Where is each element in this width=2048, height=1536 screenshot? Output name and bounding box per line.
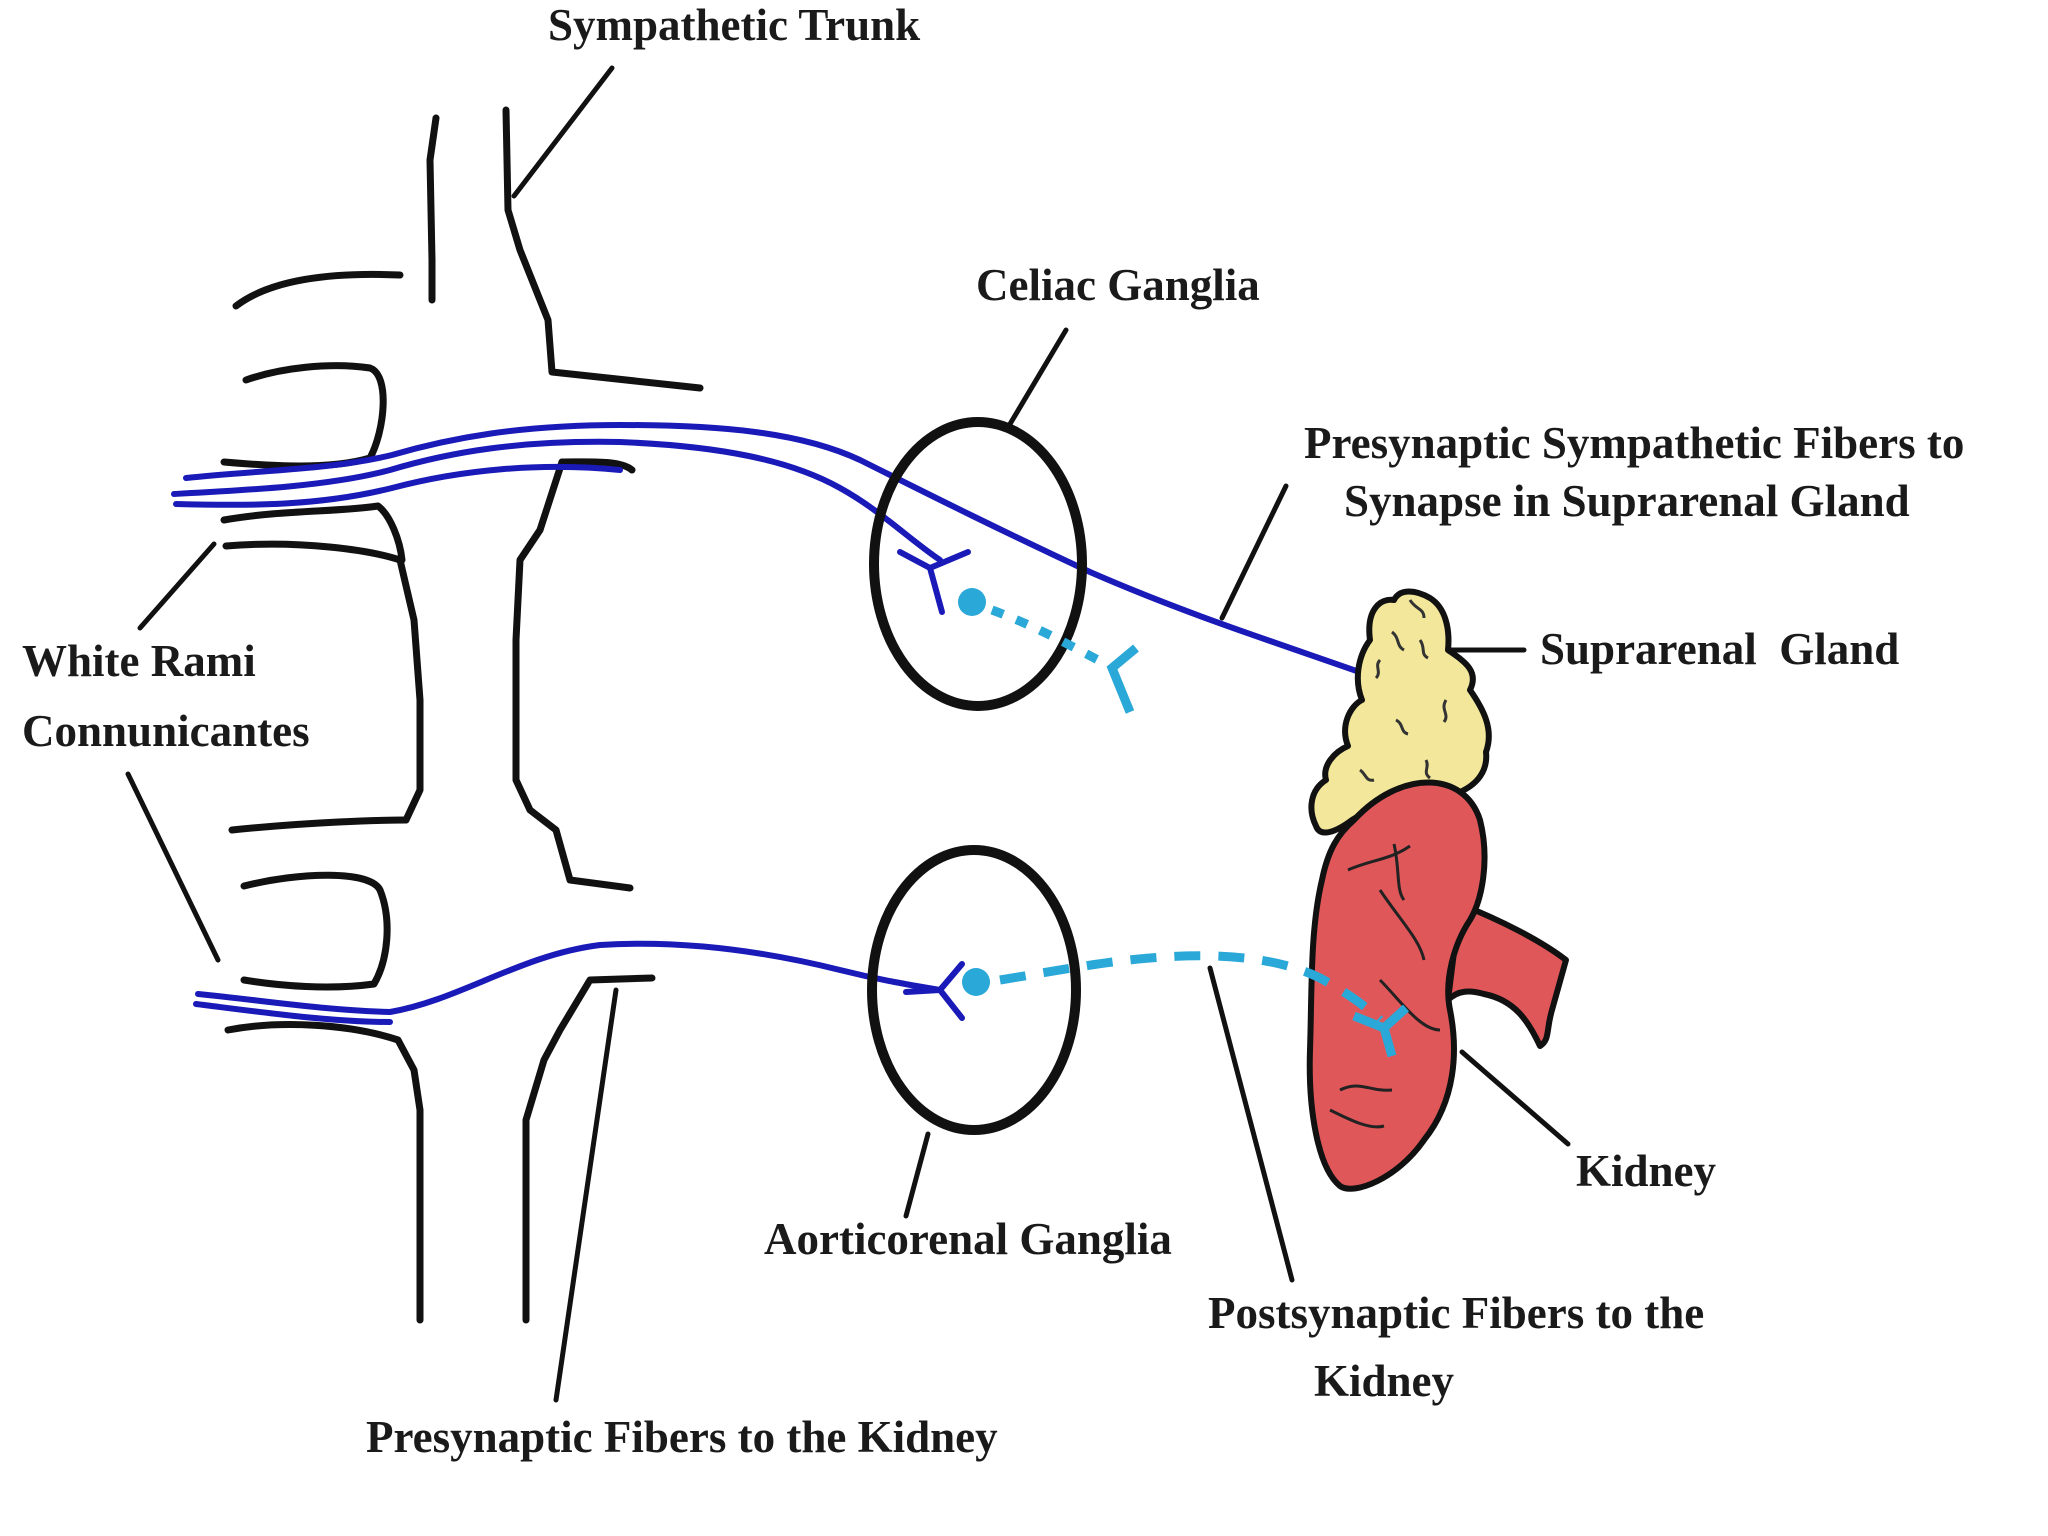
presynaptic-fibers <box>171 422 1423 1025</box>
label-white-rami-line1: White Rami <box>22 636 256 686</box>
leader-celiac-ganglia <box>1007 327 1069 427</box>
leader-presynaptic-sympathetic <box>1219 483 1289 621</box>
aorticorenal-ganglion <box>867 845 1081 1135</box>
presynaptic-fiber-upper-1 <box>183 422 1413 693</box>
celiac-ganglion <box>869 417 1087 711</box>
presynaptic-fiber-upper-2 <box>171 438 943 563</box>
label-celiac-ganglia: Celiac Ganglia <box>976 260 1260 310</box>
postsynaptic-terminal-celiac <box>1106 644 1139 714</box>
leader-kidney <box>1459 1049 1571 1147</box>
label-kidney: Kidney <box>1576 1146 1717 1196</box>
presynaptic-fiber-lower <box>195 940 943 1015</box>
postsynaptic-fiber-kidney <box>999 951 1384 1024</box>
leader-presynaptic-kidney <box>553 987 619 1403</box>
leader-aorticorenal-ganglia <box>903 1131 931 1219</box>
presynaptic-terminal-celiac <box>897 549 971 615</box>
postsynaptic-terminal-kidney <box>1352 1004 1410 1058</box>
postsynaptic-cell-body-celiac <box>958 588 986 616</box>
leader-lines <box>125 65 1571 1403</box>
label-postsynaptic-line1: Postsynaptic Fibers to the <box>1208 1288 1704 1338</box>
leader-sympathetic-trunk <box>511 65 615 199</box>
presynaptic-fiber-upper-3 <box>173 463 623 508</box>
leader-white-rami-upper <box>137 541 217 631</box>
postsynaptic-fibers <box>958 588 1410 1058</box>
label-postsynaptic-line2: Kidney <box>1314 1356 1455 1406</box>
postsynaptic-fiber-celiac <box>990 605 1101 664</box>
spinal-cord-outline <box>220 106 704 1324</box>
label-presynaptic-kidney: Presynaptic Fibers to the Kidney <box>366 1412 998 1462</box>
postsynaptic-cell-body-aorticorenal <box>962 968 990 996</box>
kidney-ureter <box>1445 901 1569 1049</box>
label-presynaptic-sympathetic-line1: Presynaptic Sympathetic Fibers to <box>1304 418 1964 468</box>
label-white-rami-line2: Connunicantes <box>22 706 310 756</box>
presynaptic-fiber-lower-2 <box>193 1001 393 1025</box>
label-suprarenal-gland: Suprarenal Gland <box>1540 624 1899 674</box>
leader-postsynaptic-kidney <box>1207 965 1295 1283</box>
kidney <box>1306 779 1569 1192</box>
presynaptic-terminal-aorticorenal <box>903 961 965 1021</box>
leader-white-rami-lower <box>125 771 221 963</box>
label-sympathetic-trunk: Sympathetic Trunk <box>548 0 920 50</box>
label-aorticorenal-ganglia: Aorticorenal Ganglia <box>764 1214 1172 1264</box>
label-presynaptic-sympathetic-line2: Synapse in Suprarenal Gland <box>1344 476 1910 526</box>
